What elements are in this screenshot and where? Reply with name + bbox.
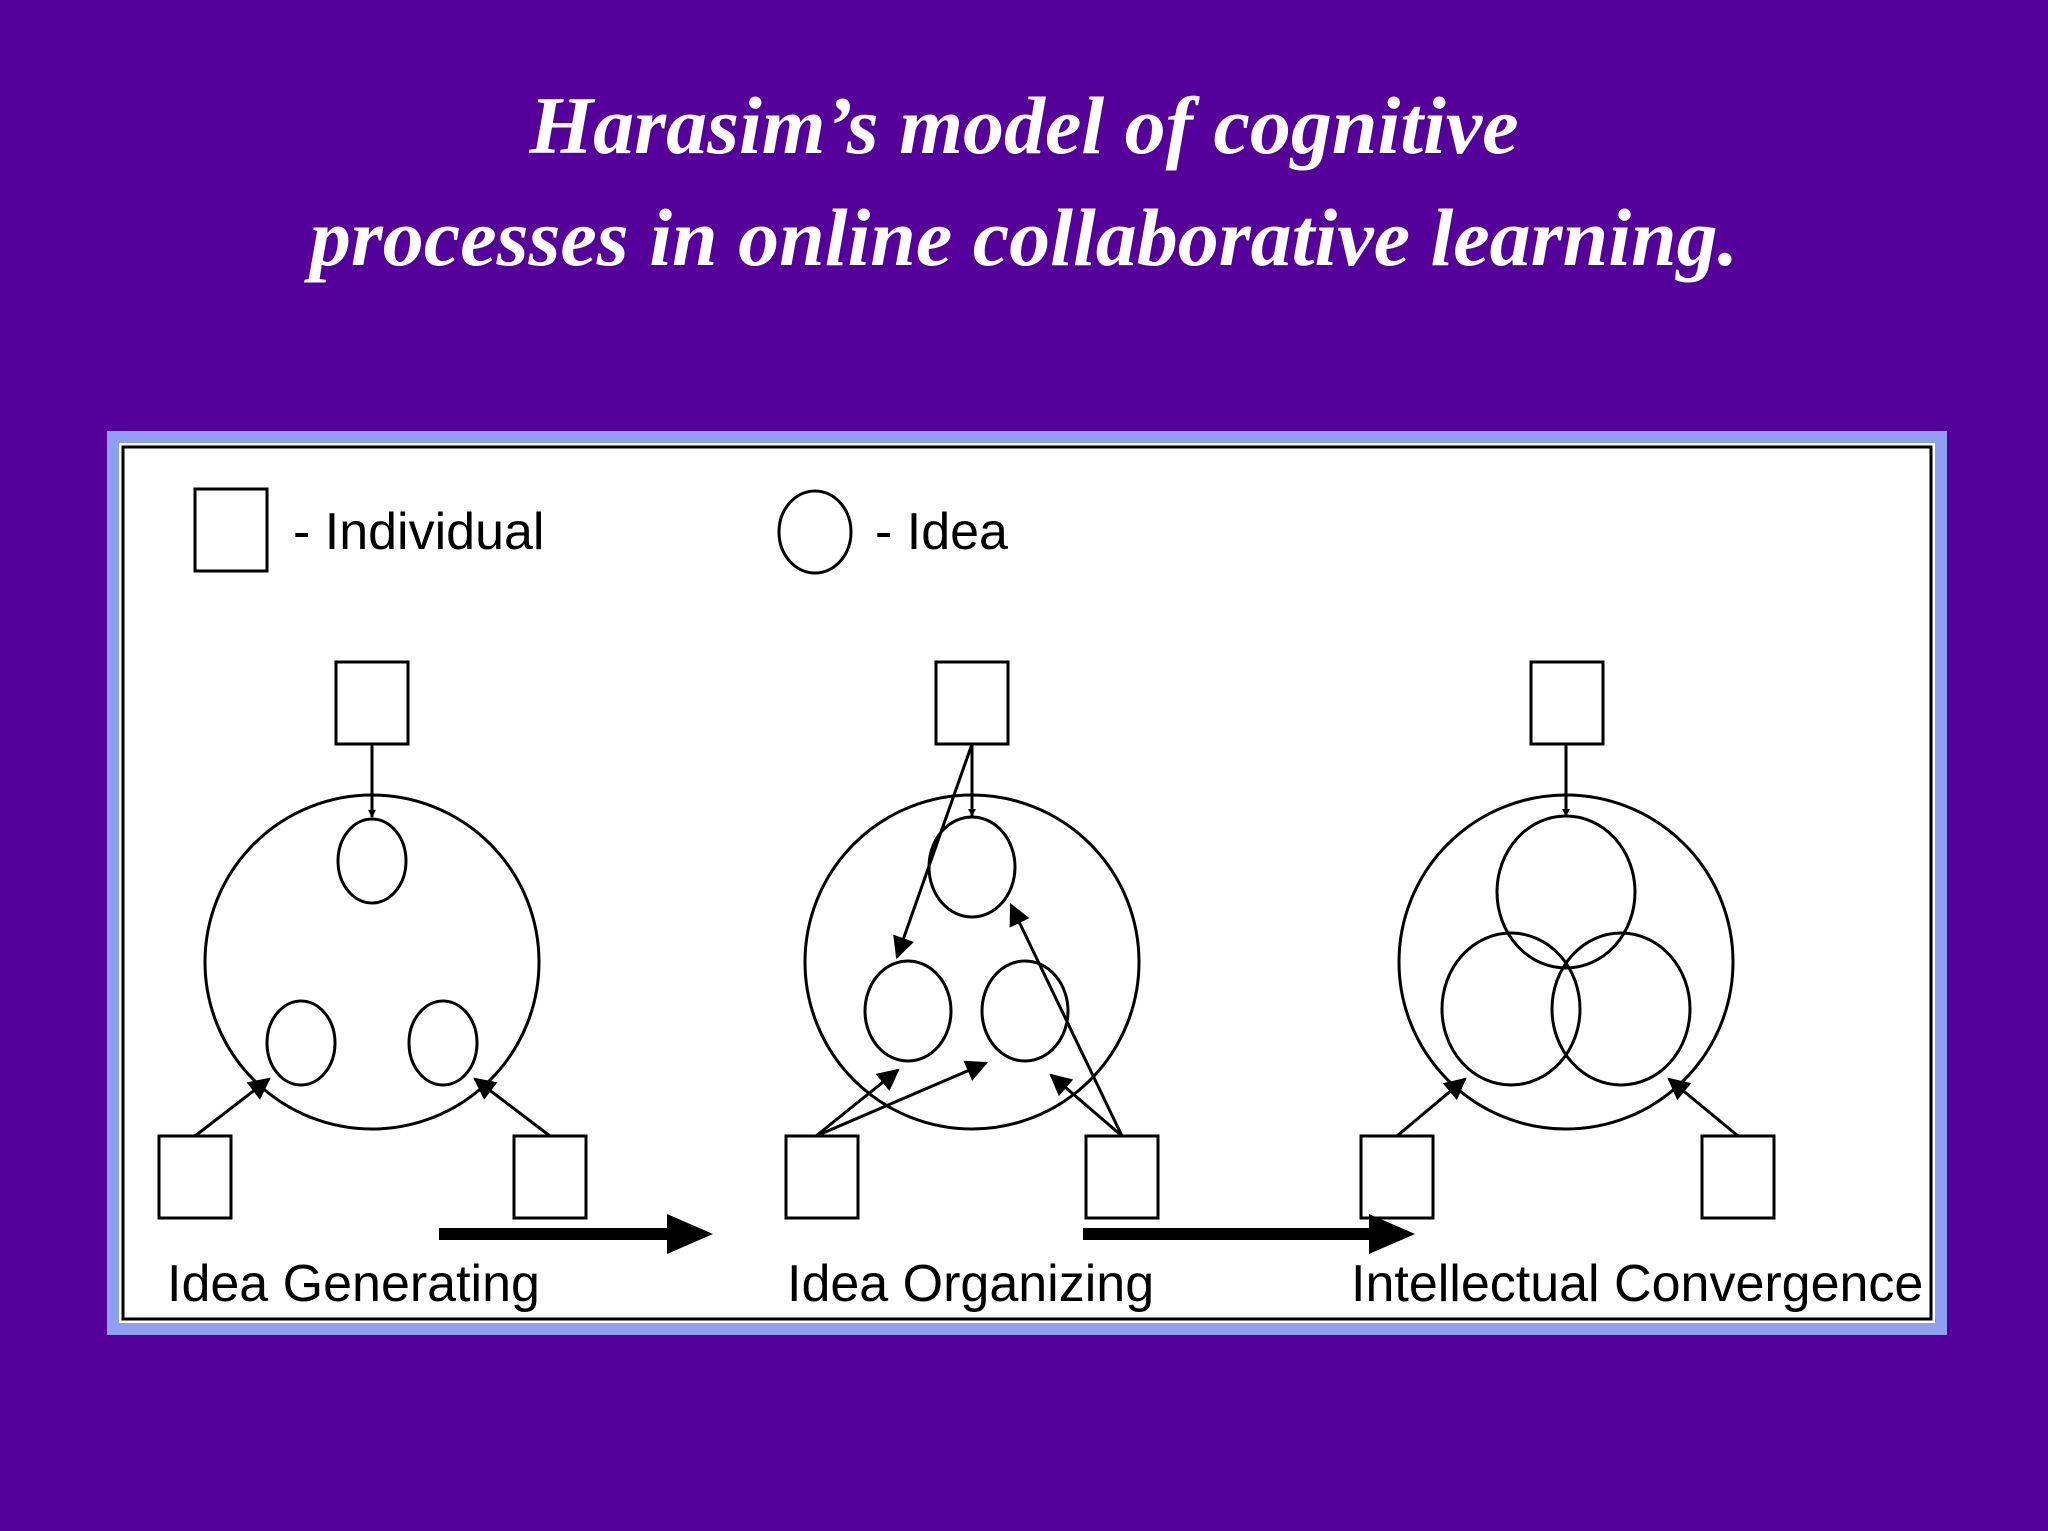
idea-circle bbox=[336, 817, 408, 905]
title-line-2: processes in online collaborative learni… bbox=[309, 192, 1739, 283]
stage-idea-organizing bbox=[784, 660, 1160, 1220]
idea-circle bbox=[863, 959, 953, 1063]
diagram-canvas: - Individual - Idea bbox=[119, 443, 1935, 1323]
contribution-arrow bbox=[1667, 1077, 1739, 1138]
contribution-arrow bbox=[473, 1077, 551, 1138]
stage-label-intellectual-convergence: Intellectual Convergence bbox=[1351, 1255, 1923, 1313]
legend-individual-square bbox=[193, 487, 269, 573]
contribution-arrow bbox=[1049, 1073, 1123, 1138]
individual-square-top bbox=[1529, 660, 1605, 746]
idea-circle-overlapping bbox=[1440, 931, 1582, 1087]
individual-square-left bbox=[1359, 1134, 1435, 1220]
contribution-arrow bbox=[194, 1077, 271, 1138]
legend: - Individual - Idea bbox=[193, 487, 1008, 575]
individual-square-right bbox=[512, 1134, 588, 1220]
idea-circle bbox=[265, 999, 337, 1087]
progression-arrow-shaft bbox=[439, 1228, 669, 1240]
title-line-1: Harasim’s model of cognitive bbox=[529, 80, 1519, 171]
progression-arrows bbox=[439, 1214, 1415, 1254]
individual-square-right bbox=[1084, 1134, 1160, 1220]
legend-individual-label: - Individual bbox=[293, 503, 544, 561]
stage-idea-generating bbox=[157, 660, 588, 1220]
stage-label-idea-organizing: Idea Organizing bbox=[787, 1255, 1154, 1313]
progression-arrow-head bbox=[667, 1214, 713, 1254]
idea-circle bbox=[980, 959, 1070, 1063]
contribution-arrow bbox=[815, 1060, 989, 1138]
group-circle bbox=[803, 793, 1141, 1131]
idea-circle-overlapping bbox=[1495, 814, 1637, 970]
legend-idea-label: - Idea bbox=[875, 503, 1008, 561]
idea-circle bbox=[407, 999, 479, 1087]
individual-square-top bbox=[334, 660, 410, 746]
idea-circle-overlapping bbox=[1550, 931, 1692, 1087]
contribution-arrow bbox=[1396, 1077, 1467, 1138]
diagram-frame: - Individual - Idea bbox=[107, 431, 1947, 1335]
slide-title: Harasim’s model of cognitive processes i… bbox=[0, 70, 2048, 294]
legend-idea-circle bbox=[777, 489, 853, 575]
progression-arrow-head bbox=[1369, 1214, 1415, 1254]
progression-arrow-shaft bbox=[1083, 1228, 1371, 1240]
group-circle bbox=[203, 793, 541, 1131]
stage-label-idea-generating: Idea Generating bbox=[167, 1255, 540, 1313]
individual-square-left bbox=[157, 1134, 233, 1220]
cognitive-process-diagram: - Individual - Idea bbox=[121, 445, 1933, 1321]
stage-intellectual-convergence bbox=[1359, 660, 1776, 1220]
contribution-arrow bbox=[893, 743, 974, 960]
contribution-arrow bbox=[1009, 903, 1124, 1137]
inner-border bbox=[121, 445, 1933, 1321]
individual-square-top bbox=[934, 660, 1010, 746]
individual-square-left bbox=[784, 1134, 860, 1220]
contribution-arrow bbox=[815, 1068, 900, 1138]
individual-square-right bbox=[1700, 1134, 1776, 1220]
